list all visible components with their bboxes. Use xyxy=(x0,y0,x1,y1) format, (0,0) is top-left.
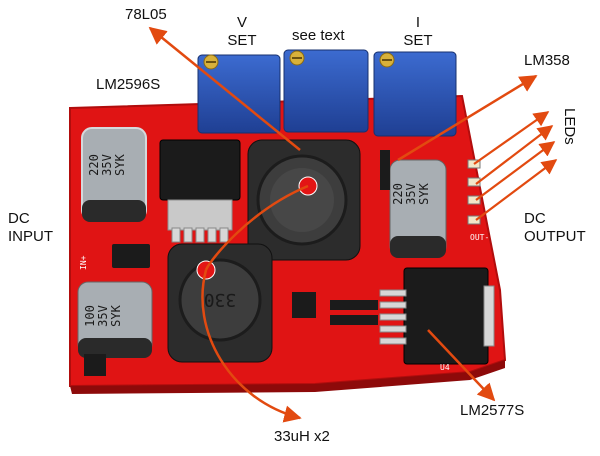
pcb-edge-shadow xyxy=(70,360,505,394)
label-33uh: 33uH x2 xyxy=(274,428,330,445)
inductor-lower xyxy=(167,243,273,363)
label-dc-input: DC INPUT xyxy=(8,210,53,245)
chip-lm2577s xyxy=(379,267,495,365)
label-dc-output: DC OUTPUT xyxy=(524,210,586,245)
chip-lm2596s xyxy=(159,139,241,243)
arrow-led-1 xyxy=(473,111,550,165)
label-i-set: I SET xyxy=(403,14,433,49)
arrow-led-3 xyxy=(475,141,556,201)
label-leds: LEDs xyxy=(561,108,578,145)
arrow-led-4 xyxy=(475,159,558,221)
cap-left-top-text: 220 35V SYK xyxy=(87,154,127,176)
silk-u4: U4 xyxy=(440,363,450,372)
arrow-78l05 xyxy=(148,26,301,151)
smd-parts xyxy=(84,150,390,376)
arrow-33uh-upper xyxy=(204,184,309,271)
label-see-text: see text xyxy=(292,27,345,44)
label-78l05: 78L05 xyxy=(125,6,167,23)
capacitor-left-bottom xyxy=(77,281,153,358)
arrow-33uh-lower xyxy=(201,269,302,423)
trimmer-i-set xyxy=(373,51,457,137)
inductor-upper xyxy=(247,139,361,261)
label-lm2596s: LM2596S xyxy=(96,76,161,93)
arrow-lm358 xyxy=(397,74,538,162)
inductor-marking: 330 xyxy=(204,289,237,310)
capacitor-right xyxy=(389,159,447,258)
silk-out: OUT- xyxy=(470,233,489,242)
label-v-set: V SET xyxy=(227,14,257,49)
arrow-led-2 xyxy=(475,125,554,185)
trimmer-v-set xyxy=(197,54,281,134)
cap-right-text: 220 35V SYK xyxy=(391,183,431,205)
label-lm358: LM358 xyxy=(524,52,570,69)
capacitor-left-top xyxy=(81,127,147,222)
arrow-lm2577s xyxy=(427,329,496,402)
cap-left-bottom-text: 100 35V SYK xyxy=(83,305,123,327)
silk-in: IN+ xyxy=(79,255,88,270)
label-lm2577s: LM2577S xyxy=(460,402,525,419)
trimmer-middle xyxy=(283,49,369,133)
